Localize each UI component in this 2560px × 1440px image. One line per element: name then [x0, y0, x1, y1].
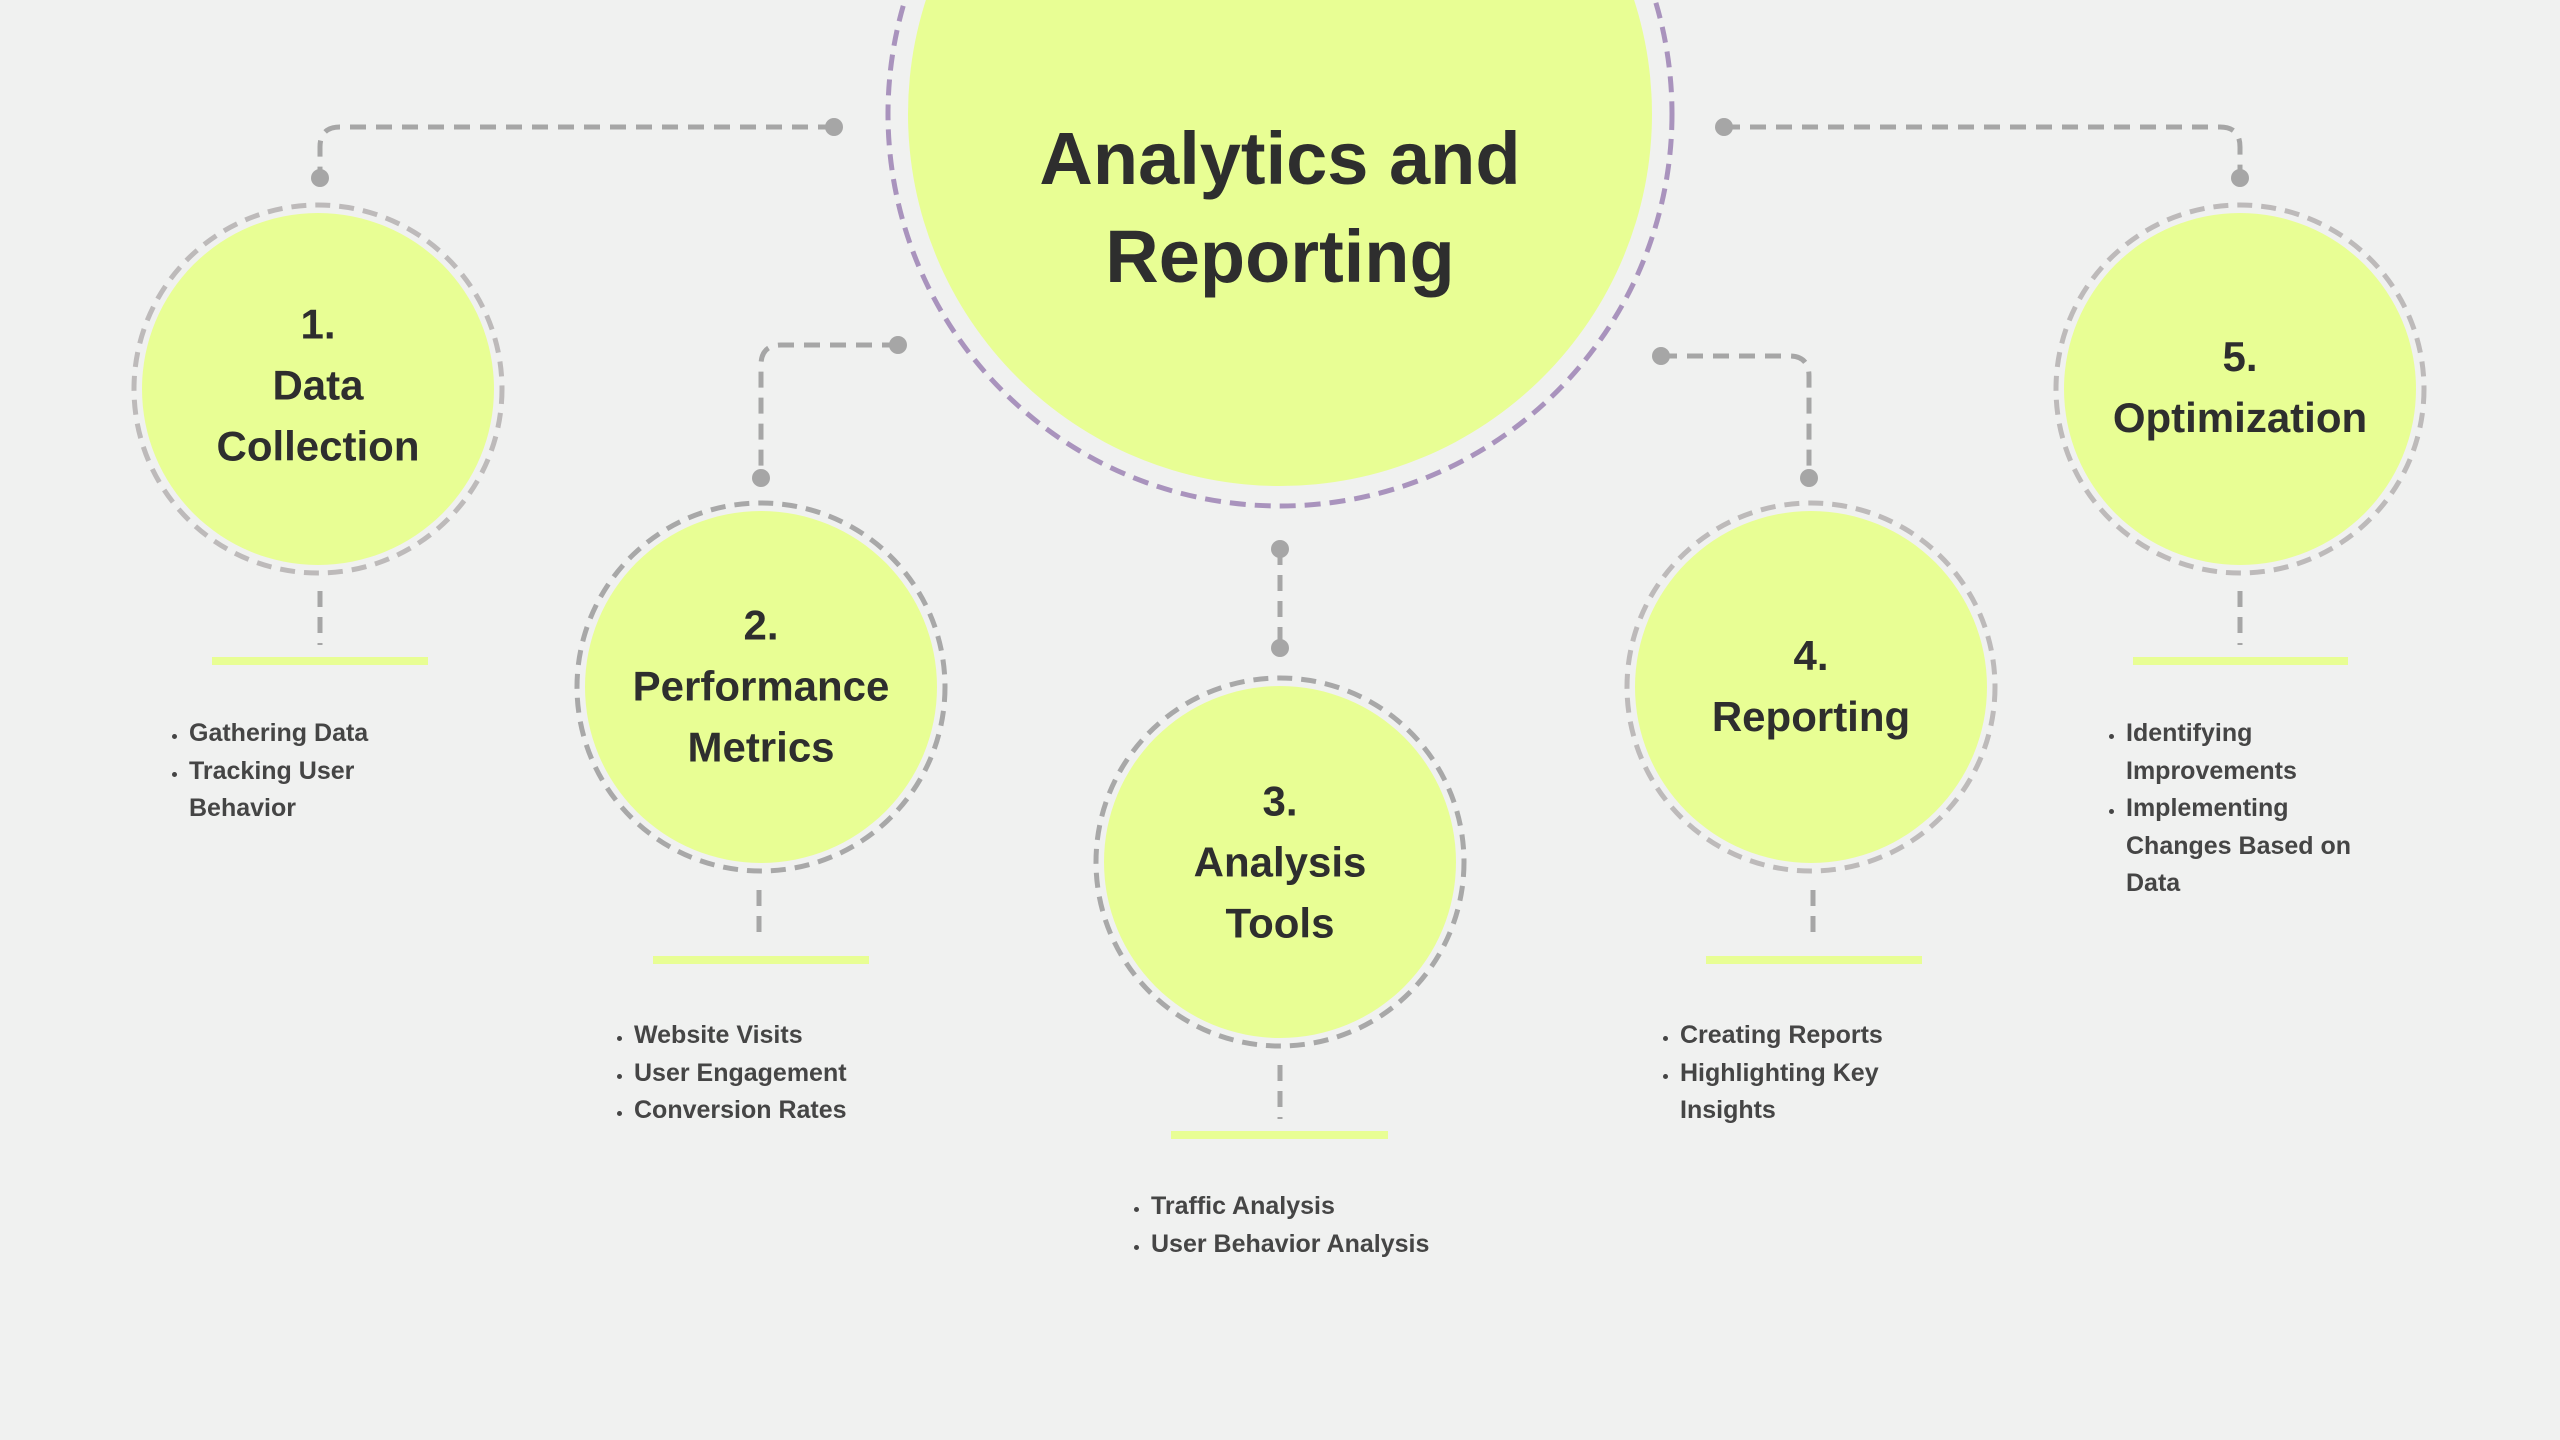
- step-4-list: Creating Reports Highlighting Key Insigh…: [1654, 1017, 1930, 1130]
- step-3-list: Traffic Analysis User Behavior Analysis: [1125, 1188, 1571, 1263]
- connector-dots: [311, 118, 2249, 657]
- step-5-title: 5. Optimization: [2112, 333, 2368, 441]
- list-item: Traffic Analysis: [1151, 1188, 1571, 1226]
- main-title: Analytics and Reporting: [1039, 117, 1521, 298]
- list-item: Gathering Data: [189, 715, 409, 753]
- list-item: Conversion Rates: [634, 1092, 954, 1130]
- step-circles: [131, 202, 2427, 1049]
- connector-5: [1724, 124, 2243, 178]
- underline-bars: [212, 657, 2348, 1139]
- step-2-title: 2. Performance Metrics: [632, 601, 890, 771]
- step-1-list: Gathering Data Tracking User Behavior: [163, 715, 409, 828]
- step-2-list: Website Visits User Engagement Conversio…: [608, 1017, 954, 1130]
- step-4-title: 4. Reporting: [1711, 632, 1911, 740]
- connector-4: [1661, 353, 1812, 478]
- step-5-list: Identifying Improvements Implementing Ch…: [2100, 715, 2396, 903]
- main-circle: [885, 0, 1675, 509]
- list-item: User Engagement: [634, 1055, 954, 1093]
- list-item: Creating Reports: [1680, 1017, 1930, 1055]
- list-item: Implementing Changes Based on Data: [2126, 790, 2396, 903]
- list-item: User Behavior Analysis: [1151, 1226, 1571, 1264]
- step-1-title: 1. Data Collection: [216, 300, 420, 470]
- step-3-title: 3. Analysis Tools: [1193, 777, 1367, 947]
- list-item: Tracking User Behavior: [189, 753, 409, 828]
- connectors: [317, 124, 2243, 1119]
- list-item: Identifying Improvements: [2126, 715, 2396, 790]
- list-item: Website Visits: [634, 1017, 954, 1055]
- connector-1: [317, 124, 834, 178]
- connector-2: [758, 342, 898, 478]
- list-item: Highlighting Key Insights: [1680, 1055, 1930, 1130]
